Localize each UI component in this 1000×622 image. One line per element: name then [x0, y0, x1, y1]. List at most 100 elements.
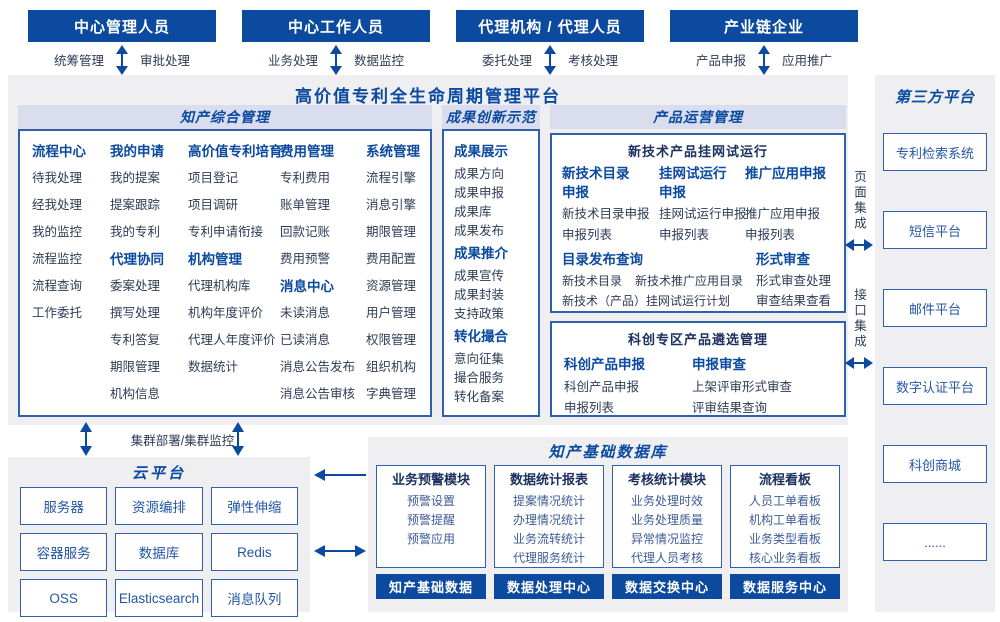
menu-item: 申报列表 — [562, 228, 613, 242]
database-center-button: 数据交换中心 — [612, 574, 722, 599]
module-title: 业务预警模块 — [391, 472, 470, 487]
menu-item: 项目登记 — [188, 171, 239, 185]
menu-item: 成果推介 — [454, 246, 508, 261]
menu-item: 业务处理时效 — [630, 494, 703, 508]
menu-item: 成果宣传 — [454, 269, 505, 283]
section-achievement-header: 成果创新示范 — [442, 105, 540, 129]
menu-item: 机构工单看板 — [748, 513, 821, 527]
platform-main-panel: 高价值专利全生命周期管理平台 知产综合管理 流程中心待我处理经我处理我的监控流程… — [8, 75, 848, 425]
platform-title: 高价值专利全生命周期管理平台 — [295, 87, 561, 106]
vertical-double-arrow-icon — [330, 45, 342, 75]
third-party-panel: 第三方平台 专利检索系统短信平台邮件平台数字认证平台科创商城...... — [875, 75, 995, 612]
menu-item: 用户管理 — [366, 306, 417, 320]
menu-item: 形式审查处理 — [756, 274, 832, 288]
cloud-service-box: 资源编排 — [115, 487, 203, 525]
menu-item: 成果发布 — [454, 224, 505, 238]
role-actions: 业务处理 数据监控 — [242, 45, 430, 75]
role-group: 中心工作人员 业务处理 数据监控 — [242, 10, 430, 75]
menu-item: 消息中心 — [280, 279, 334, 294]
menu-item: 业务处理质量 — [630, 513, 703, 527]
declare-group: 挂网试运行 申报 挂网试运行申报申报列表 — [659, 164, 747, 246]
menu-item: 流程中心 — [32, 144, 86, 159]
cloud-service-box: 弹性伸缩 — [210, 487, 298, 525]
cloud-service-box: 服务器 — [20, 487, 108, 525]
menu-item: 成果申报 — [454, 186, 505, 200]
third-party-box: 短信平台 — [883, 211, 987, 249]
role-group: 代理机构 / 代理人员 委托处理 考核处理 — [456, 10, 644, 75]
database-buttons-row: 知产基础数据数据处理中心数据交换中心数据服务中心 — [368, 568, 848, 599]
menu-item: 机构信息 — [110, 387, 161, 401]
menu-item: 期限管理 — [110, 360, 161, 374]
menu-item: 资源管理 — [366, 279, 417, 293]
menu-item: 消息公告发布 — [280, 360, 356, 374]
role-action-left: 业务处理 — [267, 54, 318, 68]
menu-item: 回款记账 — [280, 225, 331, 239]
menu-item: 专利申请衔接 — [188, 225, 264, 239]
menu-item: 撰写处理 — [110, 306, 161, 320]
left-arrow-icon — [314, 469, 366, 481]
horizontal-double-arrow-icon — [845, 357, 873, 369]
database-module: 考核统计模块 业务处理时效业务处理质量异常情况监控代理人员考核 — [612, 465, 722, 568]
third-party-box: 邮件平台 — [883, 289, 987, 327]
module-items: 业务处理时效业务处理质量异常情况监控代理人员考核 — [613, 492, 721, 568]
module-items: 提案情况统计办理情况统计业务流转统计代理服务统计 — [495, 492, 603, 568]
menu-column-system: 系统管理流程引擎消息引擎期限管理费用配置资源管理用户管理权限管理组织机构字典管理 — [366, 138, 428, 415]
menu-item: 流程监控 — [32, 252, 83, 266]
third-party-box: 科创商城 — [883, 445, 987, 483]
group-title: 挂网试运行 申报 — [659, 166, 727, 200]
third-party-title: 第三方平台 — [894, 89, 975, 106]
menu-item: 人员工单看板 — [748, 494, 821, 508]
group-items: 新技术目录申报申报列表 — [562, 204, 659, 246]
menu-item: 成果方向 — [454, 167, 505, 181]
menu-item: 申报列表 — [659, 228, 710, 242]
menu-item: 审查结果查看 — [756, 294, 832, 308]
menu-item: 工作委托 — [32, 306, 83, 320]
menu-item: 已读消息 — [280, 333, 331, 347]
selection-groups-row: 科创产品申报 科创产品申报申报列表 申报审查 上架评审形式审查评审结果查询 — [552, 348, 844, 419]
menu-item: 消息公告审核 — [280, 387, 356, 401]
third-party-box: 专利检索系统 — [883, 133, 987, 171]
menu-item: 权限管理 — [366, 333, 417, 347]
menu-item: 转化撮合 — [454, 329, 508, 344]
menu-item: 新技术（产品）挂网试运行计划 — [562, 294, 731, 308]
cloud-service-box: 数据库 — [115, 533, 203, 571]
section-ip-management: 知产综合管理 流程中心待我处理经我处理我的监控流程监控流程查询工作委托 我的申请… — [18, 105, 432, 417]
group-items: 科创产品申报申报列表 — [564, 377, 692, 419]
menu-item: 经我处理 — [32, 198, 83, 212]
role-action-right: 应用推广 — [782, 54, 833, 68]
horizontal-double-arrow-icon — [845, 239, 873, 251]
vertical-double-arrow-icon — [544, 45, 556, 75]
menu-column-cultivation: 高价值专利培育项目登记项目调研专利申请衔接机构管理代理机构库机构年度评价代理人年… — [188, 138, 283, 415]
cloud-service-box: OSS — [20, 579, 108, 617]
cloud-service-box: Redis — [210, 533, 298, 571]
formal-review-group: 形式审查 形式审查处理审查结果查看 — [756, 249, 840, 311]
menu-item: 流程引擎 — [366, 171, 417, 185]
menu-item: 我的提案 — [110, 171, 161, 185]
menu-item: 异常情况监控 — [630, 532, 703, 546]
role-actions: 委托处理 考核处理 — [456, 45, 644, 75]
group-items: 形式审查处理审查结果查看 — [756, 271, 840, 311]
cluster-deploy-label: 集群部署/集群监控 — [130, 434, 235, 448]
user-roles-row: 中心管理人员 统筹管理 审批处理 中心工作人员 业务处理 数据监控 — [28, 10, 858, 75]
menu-item: 组织机构 — [366, 360, 417, 374]
role-action-left: 产品申报 — [695, 54, 746, 68]
menu-item: 系统管理 — [366, 144, 420, 159]
menu-item: 代理机构库 — [188, 279, 251, 293]
menu-item: 我的申请 — [110, 144, 164, 159]
menu-item: 预警提醒 — [406, 513, 455, 527]
database-center-button: 数据处理中心 — [494, 574, 604, 599]
module-items: 人员工单看板机构工单看板业务类型看板核心业务看板 — [731, 492, 839, 568]
menu-item: 费用管理 — [280, 144, 334, 159]
module-items: 预警设置预警提醒预警应用 — [377, 492, 485, 549]
group-title: 科创产品申报 — [564, 357, 645, 372]
vertical-double-arrow-icon — [80, 422, 92, 456]
ip-management-body: 流程中心待我处理经我处理我的监控流程监控流程查询工作委托 我的申请我的提案提案跟… — [18, 129, 432, 417]
declare-groups-row: 新技术目录 申报 新技术目录申报申报列表 挂网试运行 申报 挂网试运行申报申报列… — [552, 160, 844, 246]
group-title: 申报审查 — [692, 357, 746, 372]
vertical-double-arrow-icon — [116, 45, 128, 75]
menu-item: 账单管理 — [280, 198, 331, 212]
menu-item: 我的监控 — [32, 225, 83, 239]
sci-tech-selection-title: 科创专区产品遴选管理 — [627, 332, 768, 347]
menu-item: 撮合服务 — [454, 371, 505, 385]
